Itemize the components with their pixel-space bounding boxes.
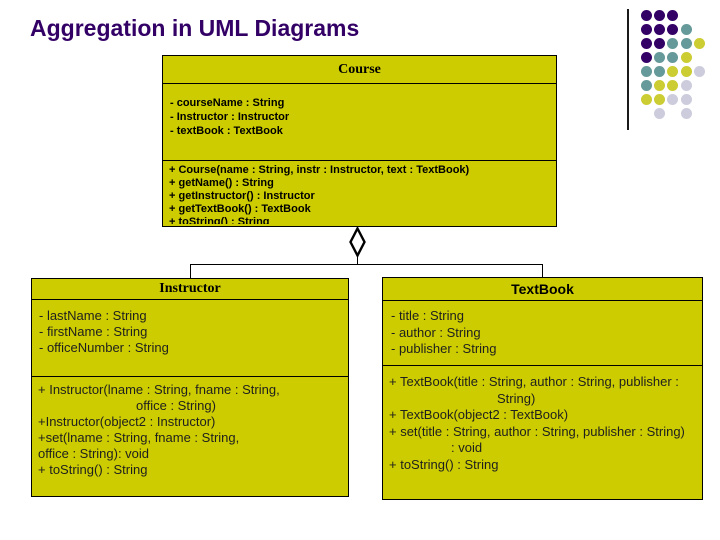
- textbook-class-name: TextBook: [383, 278, 702, 301]
- dot: [666, 79, 678, 91]
- method-line: + set(title : String, author : String, p…: [389, 423, 685, 439]
- instructor-attributes: - lastName : String - firstName : String…: [32, 300, 348, 377]
- attribute-line: - firstName : String: [39, 324, 148, 339]
- method-line: String): [497, 390, 536, 406]
- method-line: office : String): void: [38, 446, 150, 461]
- dot: [666, 51, 678, 63]
- aggregation-diamond-icon: [349, 225, 366, 259]
- uml-class-instructor: Instructor - lastName : String - firstNa…: [31, 278, 349, 497]
- dot: [653, 65, 665, 77]
- textbook-methods: + TextBook(title : String, author : Stri…: [383, 366, 702, 498]
- instructor-class-name: Instructor: [32, 279, 348, 300]
- dot: [640, 51, 652, 63]
- dot: [680, 23, 692, 35]
- decoration-vertical-line: [627, 9, 629, 130]
- attribute-line: - officeNumber : String: [39, 340, 169, 355]
- dot: [653, 23, 665, 35]
- method-line: + getTextBook() : TextBook: [169, 203, 311, 215]
- dot: [653, 107, 665, 119]
- attribute-line: - lastName : String: [39, 308, 147, 323]
- dot: [640, 65, 652, 77]
- attribute-line: - title : String: [391, 308, 464, 323]
- dot: [640, 23, 652, 35]
- method-line: + getName() : String: [169, 177, 274, 189]
- method-line: +set(lname : String, fname : String,: [38, 430, 240, 445]
- method-line: + getInstructor() : Instructor: [169, 190, 315, 202]
- method-line: + Course(name : String, instr : Instruct…: [169, 164, 470, 176]
- dot: [640, 37, 652, 49]
- dot: [680, 65, 692, 77]
- method-line: + Instructor(lname : String, fname : Str…: [38, 382, 280, 397]
- attribute-line: - Instructor : Instructor: [170, 111, 290, 123]
- dot: [666, 37, 678, 49]
- attribute-line: - textBook : TextBook: [170, 125, 283, 137]
- dot: [666, 93, 678, 105]
- method-line: + toString() : String: [38, 462, 148, 477]
- dot: [680, 93, 692, 105]
- method-line: : void: [451, 440, 483, 455]
- method-line: + toString() : String: [169, 216, 270, 224]
- uml-class-course: Course - courseName : String - Instructo…: [162, 55, 557, 227]
- attribute-line: - author : String: [391, 324, 481, 340]
- instructor-methods: + Instructor(lname : String, fname : Str…: [32, 377, 348, 495]
- attribute-line: - courseName : String: [170, 97, 285, 109]
- dot: [680, 37, 692, 49]
- dot: [680, 51, 692, 63]
- dot: [640, 93, 652, 105]
- course-class-name: Course: [163, 56, 556, 84]
- dot: [666, 9, 678, 21]
- uml-class-textbook: TextBook - title : String - author : Str…: [382, 277, 703, 500]
- dot: [640, 9, 652, 21]
- dot: [653, 37, 665, 49]
- dot: [680, 79, 692, 91]
- dot: [653, 93, 665, 105]
- dot: [653, 79, 665, 91]
- method-line: office : String): [136, 398, 216, 413]
- dot: [693, 37, 705, 49]
- dot: [653, 51, 665, 63]
- method-line: + TextBook(object2 : TextBook): [389, 407, 569, 422]
- method-line: + TextBook(title : String, author : Stri…: [389, 374, 679, 389]
- dot: [640, 79, 652, 91]
- method-line: +Instructor(object2 : Instructor): [38, 414, 216, 429]
- dot: [666, 23, 678, 35]
- dot: [693, 65, 705, 77]
- dot: [666, 65, 678, 77]
- course-attributes: - courseName : String - Instructor : Ins…: [163, 84, 556, 161]
- slide-title: Aggregation in UML Diagrams: [30, 15, 360, 41]
- dot: [653, 9, 665, 21]
- dot: [680, 107, 692, 119]
- textbook-attributes: - title : String - author : String - pub…: [383, 301, 702, 366]
- attribute-line: - publisher : String: [391, 341, 497, 356]
- method-line: + toString() : String: [389, 456, 499, 472]
- course-methods: + Course(name : String, instr : Instruct…: [163, 161, 556, 224]
